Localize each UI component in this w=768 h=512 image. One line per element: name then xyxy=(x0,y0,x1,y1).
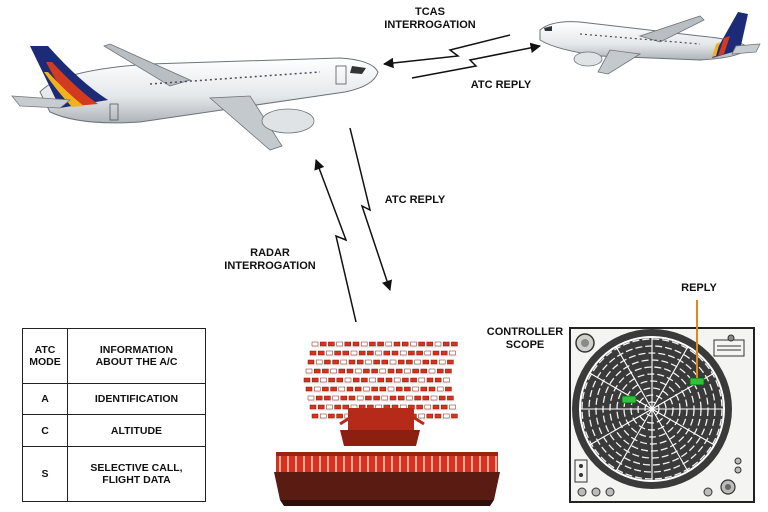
reply-label: REPLY xyxy=(681,282,717,294)
table-row: A IDENTIFICATION xyxy=(22,382,206,416)
mode-cell: S xyxy=(22,446,68,502)
controller-scope-icon xyxy=(569,300,755,503)
table-row: C ALTITUDE xyxy=(22,414,206,448)
small-aircraft-icon xyxy=(539,12,761,75)
radar-antenna-icon xyxy=(274,341,500,506)
atc-reply-mid-arrow xyxy=(349,127,392,291)
large-aircraft-icon xyxy=(11,43,379,151)
info-cell: SELECTIVE CALL,FLIGHT DATA xyxy=(67,446,206,502)
atc-reply-mid-label: ATC REPLY xyxy=(384,194,446,206)
atc-reply-top-arrow xyxy=(411,42,542,79)
tcas-interrogation-arrow xyxy=(382,34,511,69)
atc-reply-top-label: ATC REPLY xyxy=(470,79,532,91)
radar-interrogation-arrow xyxy=(314,159,357,323)
table-row: S SELECTIVE CALL,FLIGHT DATA xyxy=(22,446,206,502)
mode-cell: C xyxy=(22,414,68,448)
mode-cell: A xyxy=(22,382,68,416)
info-cell: IDENTIFICATION xyxy=(67,382,206,416)
info-cell: ALTITUDE xyxy=(67,414,206,448)
